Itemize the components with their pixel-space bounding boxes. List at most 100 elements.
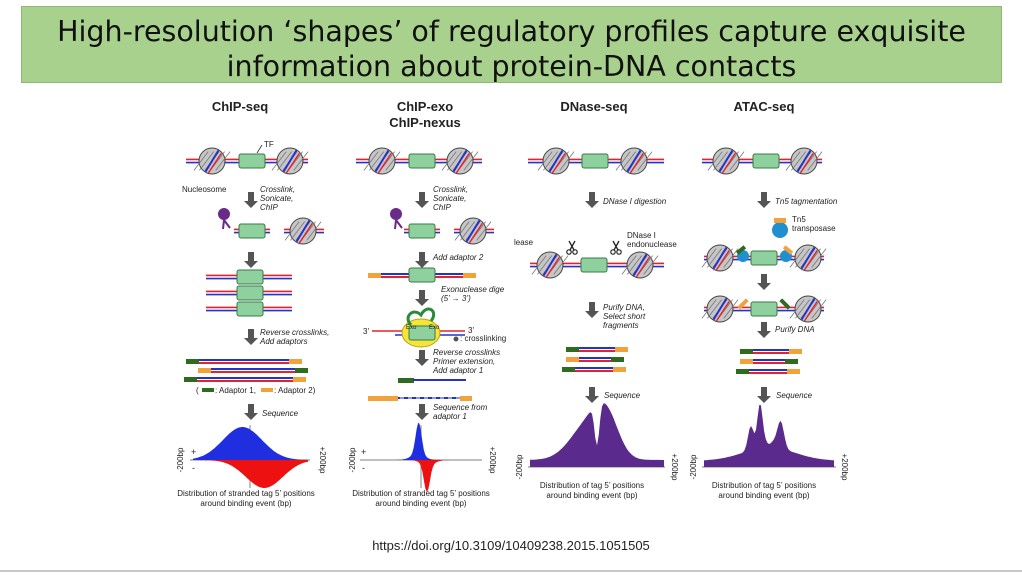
chipexo-caption-line-1: Distribution of stranded tag 5’ position… [352, 489, 490, 498]
chipseq-nucleosome-right-hatch [277, 151, 293, 171]
chipseq-header-line-1: ChIP-seq [212, 99, 268, 114]
chipexo-antibody-arms [394, 219, 403, 230]
title-banner: High-resolution ‘shapes’ of regulatory p… [21, 6, 1002, 83]
chipexo-antibody-head [390, 208, 402, 220]
dnaseseq-axis-left: -200bp [515, 454, 524, 479]
chipseq-caption-line-2: around binding event (bp) [200, 499, 292, 508]
dnaseseq-step2-line-1: Purify DNA, [603, 303, 645, 312]
chipexo-step3-line-1: Exonuclease dige [441, 285, 505, 294]
dnaseseq-nucleosome-right-wrap-red [629, 152, 644, 174]
chipseq-caption-line-1: Distribution of stranded tag 5’ position… [177, 489, 315, 498]
dnaseseq-scissors-left-ring-a [566, 249, 572, 255]
chipexo-step1-line-1: Crosslink, [433, 185, 468, 194]
chipexo-read-adaptor2-right [460, 396, 472, 401]
atacseq-axis-right: +200bp [840, 454, 849, 481]
chipseq-free-nucleosome-hatch [290, 221, 306, 241]
dnaseseq-nucleosome-right-wrap-blue [626, 149, 642, 173]
chipexo-nucleosome-left [363, 147, 401, 175]
dnaseseq-tf-2 [580, 257, 608, 273]
chipseq-read-2-left-adaptor [198, 368, 211, 373]
atacseq-read-1-right-adaptor [789, 349, 802, 354]
atacseq-read-2-left-adaptor [740, 359, 753, 364]
atacseq-nucleosome-2-right-hatch [795, 248, 811, 268]
dnaseseq-nucleosome-2-right [621, 251, 659, 279]
chipseq-minus-profile [193, 460, 308, 488]
atacseq-nucleosome-2-right-hatch [811, 248, 827, 268]
chipexo-step1-line-2: Sonicate, [433, 194, 466, 203]
atacseq-tn5-body [772, 222, 788, 238]
chipexo-arrow-2 [415, 252, 429, 268]
dnaseseq-arrow-3 [585, 387, 599, 403]
atacseq-arrow-3 [757, 322, 771, 338]
chipseq-free-nucleosome-hatch [284, 221, 300, 241]
dnaseseq-read-2-right-adaptor [611, 357, 624, 362]
chipseq-legend-adaptor1-swatch [202, 388, 214, 392]
dnaseseq-nucleosome-left-wrap-red [551, 152, 566, 174]
chipseq-free-nucleosome [284, 217, 322, 245]
dnaseseq-arrow-2 [585, 302, 599, 318]
chipseq-arrow-3 [244, 329, 258, 345]
chipseq-bound-tf [238, 223, 266, 239]
chipseq-tf [238, 153, 266, 169]
chipseq-free-nucleosome-hatch [306, 221, 322, 241]
chipexo-nucleosome-right-hatch [447, 151, 463, 171]
chipseq-minus-sign: - [192, 463, 195, 473]
atacseq-nucleosome-3-left [701, 295, 739, 323]
chipexo-nucleosome-right-wrap-red [455, 152, 470, 174]
chipexo-tf [408, 153, 436, 169]
chipexo-crosslink-symbol [453, 336, 459, 342]
dnaseseq-nucleosome-right-hatch [637, 151, 653, 171]
chipseq-plus-profile [193, 427, 308, 460]
chipseq-nucleosome-left-wrap-red [207, 152, 222, 174]
atacseq-nucleosome-3-left-wrap-blue [712, 297, 728, 321]
dnaseseq-nucleosome-2-left-hatch [553, 255, 569, 275]
atacseq-step1-line-1: Tn5 tagmentation [775, 197, 838, 206]
chipseq-read-1-right-adaptor [289, 359, 302, 364]
chipexo-header-line-1: ChIP-exo [397, 99, 453, 114]
chipexo-exo-tf [408, 325, 436, 341]
dnaseseq-nucleosome-left-hatch [543, 151, 559, 171]
atacseq-read-1-left-adaptor [740, 349, 753, 354]
chipexo-axis-left: -200bp [348, 447, 357, 472]
dnaseseq-nucleosome-2-right-hatch [627, 255, 643, 275]
chipexo-exo-label-1: Exo [406, 325, 417, 331]
chipseq-frag-3-tf [236, 301, 264, 317]
atacseq-tag-profile [704, 404, 834, 467]
citation-link[interactable]: https://doi.org/10.3109/10409238.2015.10… [372, 538, 650, 553]
dnaseseq-header-line-1: DNase-seq [560, 99, 627, 114]
chipexo-nucleosome-right-hatch [463, 151, 479, 171]
dnaseseq-step1-line-1: DNase I digestion [603, 197, 667, 206]
atacseq-nucleosome-2-left-hatch [707, 248, 723, 268]
dnaseseq-read-3-right-adaptor [613, 367, 626, 372]
dnaseseq-scissors-left-blades [568, 240, 576, 251]
atacseq-tn5-left-adaptor [735, 245, 747, 255]
chipexo-free-nucleosome-hatch [476, 221, 492, 241]
atacseq-nucleosome-3-right [789, 295, 827, 323]
atacseq-nucleosome-right [785, 147, 823, 175]
chipseq-axis-left: -200bp [176, 447, 185, 472]
atacseq-nucleosome-3-left-hatch [701, 299, 717, 319]
chipseq-step1-line-2: Sonicate, [260, 194, 293, 203]
dnaseseq-nucleosome-2-right-hatch [643, 255, 659, 275]
chipseq-tf-leader [256, 144, 263, 154]
chipseq-nucleosome-right-wrap-blue [282, 149, 298, 173]
dnaseseq-arrow-1 [585, 192, 599, 208]
atacseq-nucleosome-2-right-wrap-red [803, 249, 818, 271]
chipseq-legend-adaptor2: : Adaptor 2) [274, 386, 316, 395]
chipseq-free-nucleosome-wrap-blue [295, 219, 311, 243]
atacseq-nucleosome-right-wrap-red [799, 152, 814, 174]
chipexo-step4-line-1: Reverse crosslinks [433, 348, 500, 357]
slide-title: High-resolution ‘shapes’ of regulatory p… [22, 14, 1001, 84]
chipseq-frag-1-tf [236, 269, 264, 285]
dnaseseq-caption-line-2: around binding event (bp) [546, 491, 638, 500]
dnaseseq-nucleosome-left [537, 147, 575, 175]
chipexo-exo-label-2: Exo [429, 325, 440, 331]
atacseq-step3-line-1: Sequence [776, 391, 813, 400]
atacseq-tf-2 [750, 250, 778, 266]
chipseq-nucleosome-left-hatch [193, 151, 209, 171]
atacseq-nucleosome-2-right [789, 244, 827, 272]
atacseq-nucleosome-left-hatch [729, 151, 745, 171]
dnaseseq-release-label: lease [514, 238, 534, 247]
atacseq-caption-line-2: around binding event (bp) [718, 491, 810, 500]
atacseq-read-3-right-adaptor [787, 369, 800, 374]
